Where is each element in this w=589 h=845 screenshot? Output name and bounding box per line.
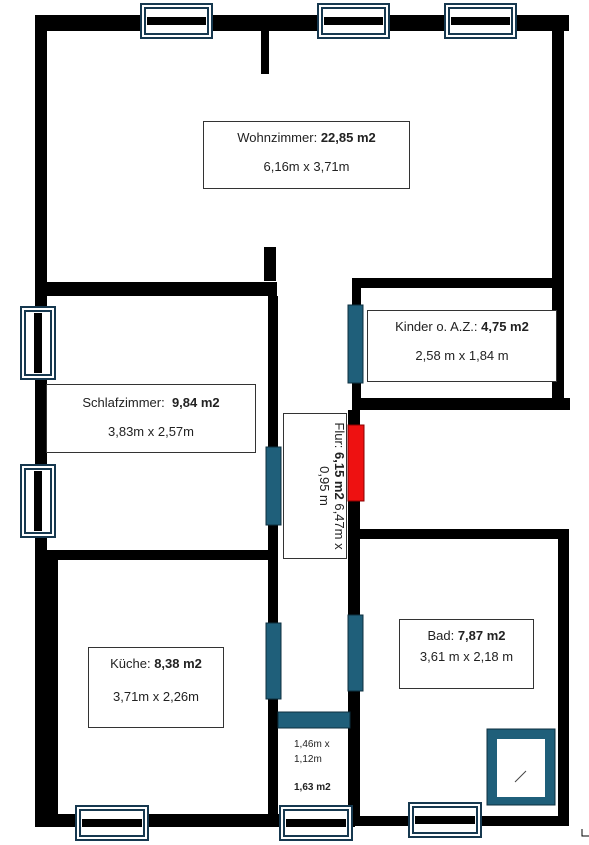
wc-area: 1,63 m2	[294, 782, 331, 793]
bad-name: Bad:	[427, 628, 455, 643]
label-wohnzimmer: Wohnzimmer: 22,85 m2 6,16m x 3,71m	[203, 121, 410, 189]
flur-name: Flur:	[332, 422, 347, 449]
schlafzimmer-name: Schlafzimmer:	[82, 395, 165, 410]
window-bottom-2-sill	[286, 819, 346, 827]
label-kinder: Kinder o. A.Z.: 4,75 m2 2,58 m x 1,84 m	[367, 310, 557, 382]
doors	[265, 304, 365, 729]
label-kueche: Küche: 8,38 m2 3,71m x 2,26m	[88, 647, 224, 728]
flur-area: 6,15 m2	[332, 452, 347, 500]
window-left-2-sill	[34, 471, 42, 531]
wall-segment	[264, 247, 276, 281]
shower-tray	[486, 728, 556, 806]
shower-inner	[497, 739, 545, 797]
window-bottom-3-sill	[415, 816, 475, 824]
wohnzimmer-dims: 6,16m x 3,71m	[263, 159, 350, 174]
window-top-2-sill	[324, 17, 383, 25]
kinder-dims: 2,58 m x 1,84 m	[415, 348, 509, 363]
door-kinder	[347, 304, 364, 384]
kueche-name: Küche:	[110, 656, 151, 671]
wall-segment	[261, 28, 269, 74]
wall-segment	[348, 529, 569, 539]
windows	[20, 3, 517, 841]
bad-dims: 3,61 m x 2,18 m	[419, 649, 514, 664]
door-kueche	[265, 622, 282, 700]
wall-segment	[558, 529, 569, 826]
window-left-1-sill	[34, 313, 42, 373]
wall-segment	[552, 15, 564, 278]
wall-segment	[35, 555, 58, 825]
wohnzimmer-name: Wohnzimmer:	[237, 130, 318, 145]
corner-mark	[581, 829, 589, 837]
wohnzimmer-area: 22,85 m2	[320, 130, 376, 145]
door-bad	[347, 614, 364, 692]
kueche-dims: 3,71m x 2,26m	[113, 689, 199, 704]
label-schlafzimmer: Schlafzimmer: 9,84 m2 3,83m x 2,57m	[46, 384, 256, 453]
door-schlafzimmer	[265, 446, 282, 526]
label-flur: Flur: 6,15 m2 6,47m x 0,95 m	[283, 413, 347, 559]
wc-dims-line1: 1,46m x	[294, 739, 330, 750]
wall-segment	[268, 726, 278, 824]
window-top-3-sill	[451, 17, 510, 25]
window-top-1-sill	[147, 17, 206, 25]
kueche-area: 8,38 m2	[154, 656, 202, 671]
schlafzimmer-area: 9,84 m2	[171, 395, 220, 410]
wc-dims-line2: 1,12m	[294, 754, 322, 765]
wall-segment	[35, 282, 277, 296]
door-entrance	[347, 424, 365, 502]
shower-drain-mark	[514, 770, 527, 783]
wall-segment	[352, 398, 570, 410]
wall-segment	[352, 278, 564, 288]
window-bottom-1-sill	[82, 819, 142, 827]
wall-segment	[35, 550, 275, 560]
label-bad: Bad: 7,87 m2 3,61 m x 2,18 m	[399, 619, 534, 689]
schlafzimmer-dims: 3,83m x 2,57m	[108, 424, 194, 439]
kinder-area: 4,75 m2	[481, 319, 529, 334]
bad-area: 7,87 m2	[457, 628, 506, 643]
door-wc	[277, 711, 351, 729]
kinder-name: Kinder o. A.Z.:	[395, 319, 478, 334]
